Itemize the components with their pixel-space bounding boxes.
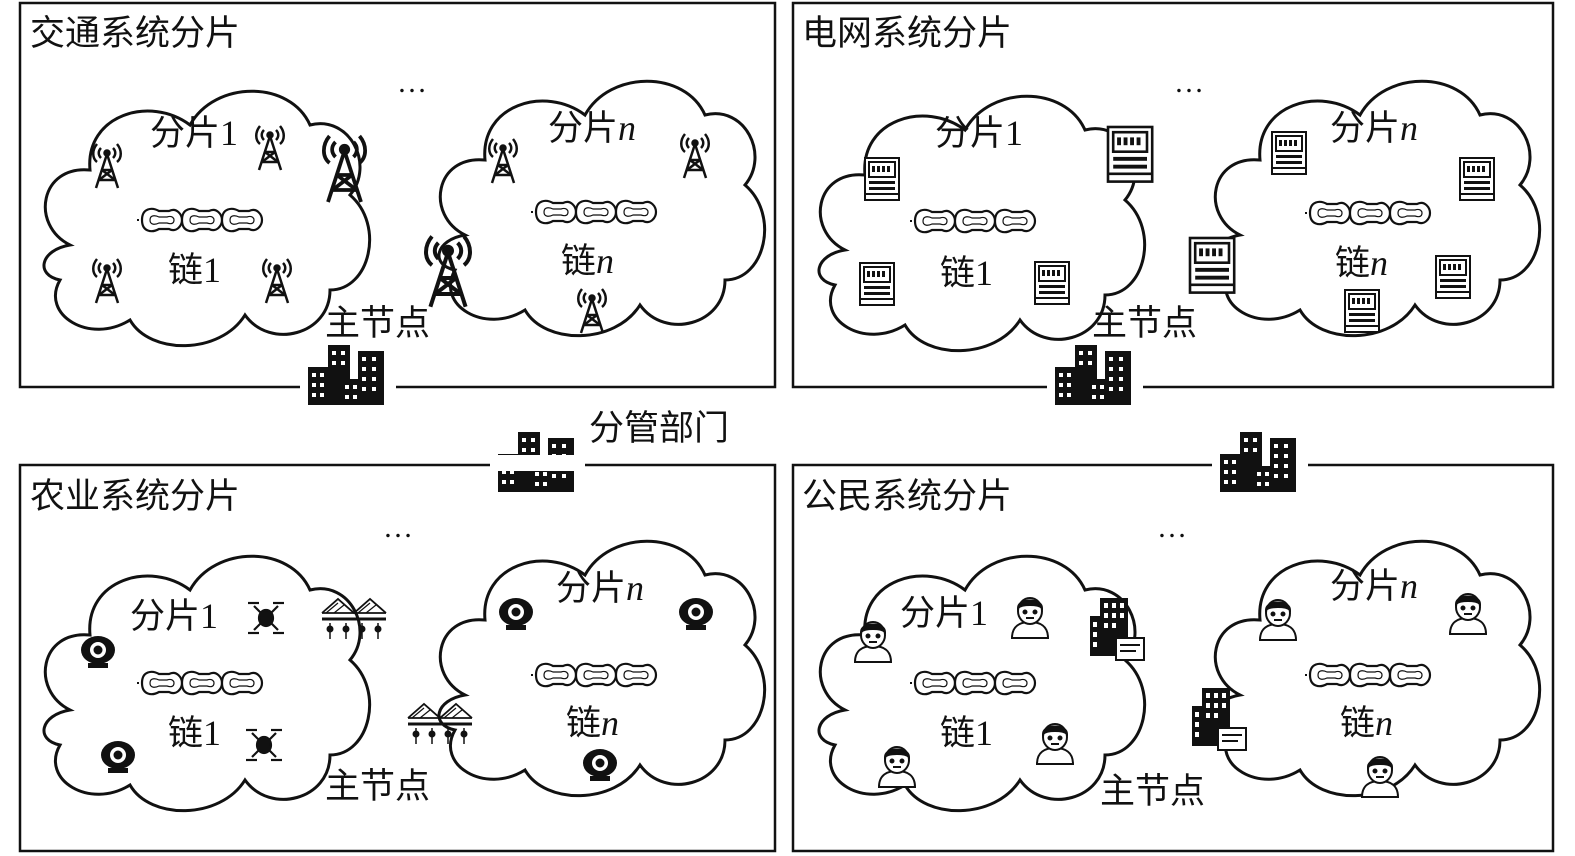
master-node-label: 主节点 (1092, 304, 1197, 344)
chain-icon (1303, 200, 1432, 226)
quadrant-power-grid: 电网系统分片 … 分片1 链1 分片n 链n 主节点 (791, 1, 1555, 405)
quadrant-citizen: 公民系统分片 … 分片1 链1 分片n 链n 主节点 (791, 432, 1555, 853)
chain-n-label: 链n (1340, 703, 1393, 744)
department-building-icon (1220, 432, 1296, 492)
electric-meter-icon (1271, 131, 1307, 175)
quadrant-frame (791, 1, 1555, 389)
department-building-icon (1055, 345, 1131, 405)
electric-meter-icon (1344, 289, 1380, 333)
quadrant-agriculture: 农业系统分片 … 分片1 链1 分片n 链n 主节点 (18, 455, 777, 853)
electric-meter-icon (1034, 261, 1070, 305)
quadrant-frame (791, 463, 1555, 853)
master-meter-icon (1188, 236, 1236, 294)
shard-1-label: 分片1 (150, 113, 238, 154)
chain-icon (908, 208, 1037, 234)
chain-1-label: 链1 (168, 713, 221, 754)
chain-icon (1303, 662, 1432, 688)
shard-1-label: 分片1 (935, 113, 1023, 154)
quadrant-frame (18, 463, 777, 853)
chain-icon (529, 199, 658, 225)
chain-1-label: 链1 (940, 713, 993, 754)
master-node-label: 主节点 (325, 304, 430, 344)
ellipsis: … (383, 511, 413, 544)
quadrant-title: 交通系统分片 (30, 14, 240, 54)
master-meter-icon (1106, 125, 1154, 183)
master-node-label: 主节点 (1100, 772, 1205, 812)
quadrant-traffic: 交通系统分片 … 分片1 链1 分片n 链n 主节点 (18, 1, 777, 405)
chain-n-label: 链n (1335, 243, 1388, 284)
electric-meter-icon (864, 157, 900, 201)
chain-icon (135, 670, 264, 696)
shard-1-label: 分片1 (900, 593, 988, 634)
quadrant-title: 农业系统分片 (30, 477, 240, 517)
electric-meter-icon (859, 262, 895, 306)
quadrant-frame (18, 1, 777, 389)
shard-n-label: 分片n (556, 568, 644, 609)
ellipsis: … (1174, 66, 1204, 99)
electric-meter-icon (1435, 255, 1471, 299)
shard-n-label: 分片n (548, 108, 636, 149)
chain-icon (908, 670, 1037, 696)
chain-icon (135, 207, 264, 233)
shard-n-label: 分片n (1330, 566, 1418, 607)
ellipsis: … (397, 66, 427, 99)
chain-n-label: 链n (561, 241, 614, 282)
chain-icon (529, 662, 658, 688)
ellipsis: … (1157, 511, 1187, 544)
shard-n-label: 分片n (1330, 108, 1418, 149)
department-building-icon (308, 345, 384, 405)
chain-n-label: 链n (566, 703, 619, 744)
electric-meter-icon (1459, 157, 1495, 201)
quadrant-title: 公民系统分片 (802, 477, 1012, 517)
chain-1-label: 链1 (168, 250, 221, 291)
department-label: 分管部门 (589, 409, 729, 449)
shard-1-label: 分片1 (130, 596, 218, 637)
quadrant-title: 电网系统分片 (802, 14, 1012, 54)
central-department: 分管部门 (498, 409, 729, 492)
chain-1-label: 链1 (940, 253, 993, 294)
master-node-label: 主节点 (325, 767, 430, 807)
